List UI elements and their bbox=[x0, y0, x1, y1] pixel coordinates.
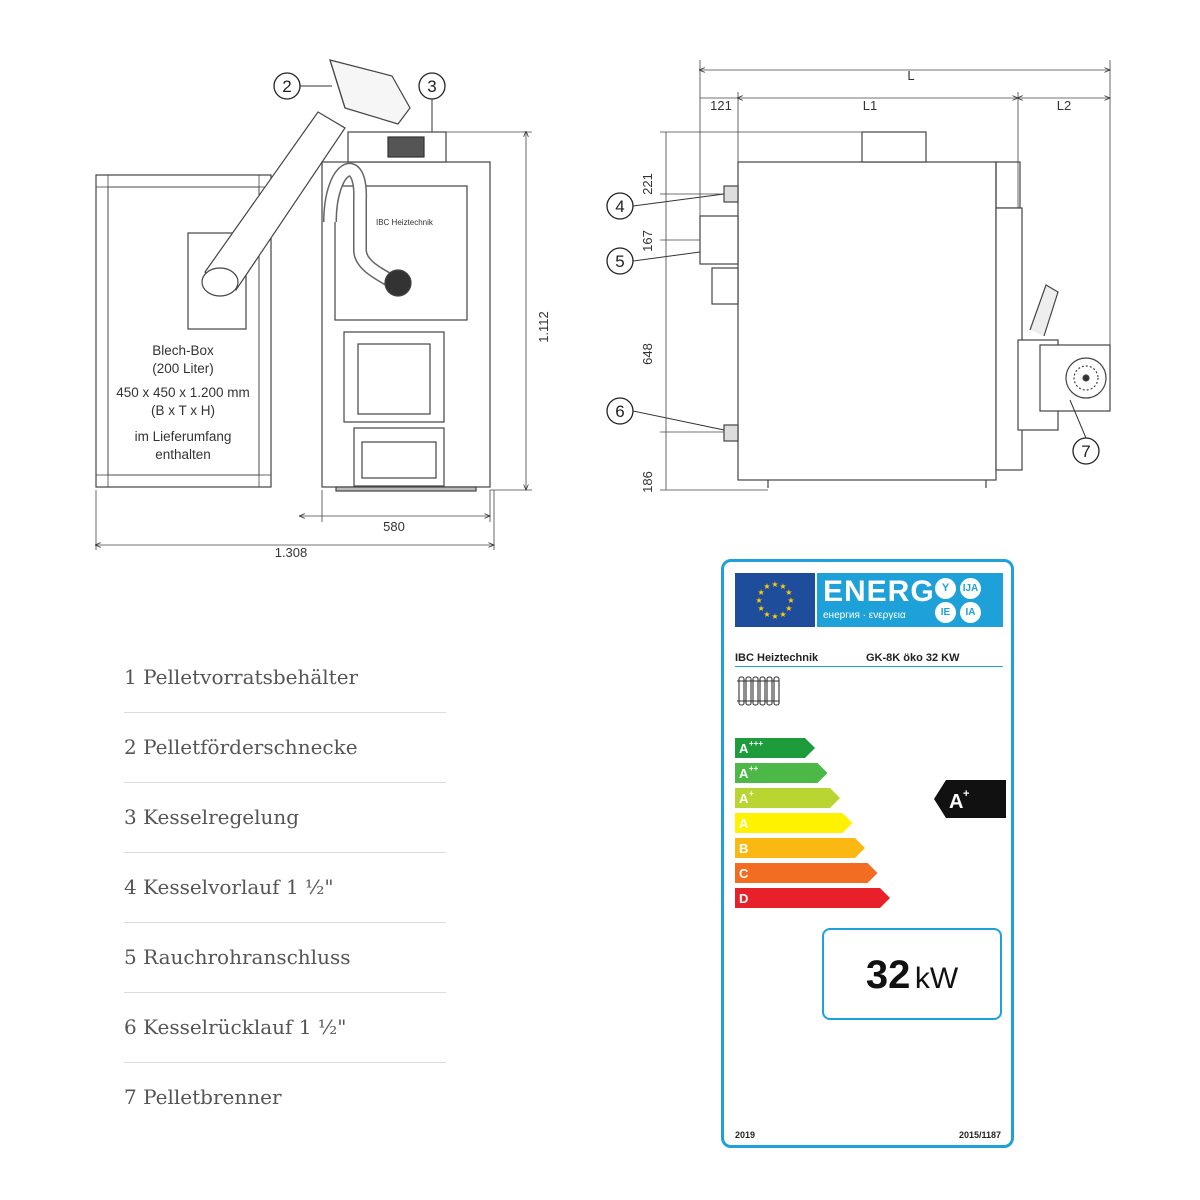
eu-star-icon: ★ bbox=[771, 580, 778, 589]
efficiency-class-bar: B bbox=[735, 838, 865, 858]
eu-flag: ★★★★★★★★★★★★ bbox=[735, 573, 815, 627]
label-year: 2019 bbox=[735, 1130, 756, 1140]
efficiency-class-label: C bbox=[739, 866, 749, 881]
power-box: 32 kW bbox=[822, 928, 1002, 1020]
callout-7-text: 7 bbox=[1081, 442, 1090, 461]
rating-arrow: A + bbox=[934, 780, 1006, 818]
eu-star-icon: ★ bbox=[771, 612, 778, 621]
dim-L2: L2 bbox=[1057, 98, 1071, 113]
box-label: Blech-Box (200 Liter) 450 x 450 x 1.200 … bbox=[108, 342, 258, 464]
box-line-3: 450 x 450 x 1.200 mm bbox=[116, 385, 250, 400]
eu-star-icon: ★ bbox=[779, 582, 786, 591]
box-line-6: enthalten bbox=[155, 447, 211, 462]
callout-4-text: 4 bbox=[615, 197, 624, 216]
box-line-1: Blech-Box bbox=[152, 343, 214, 358]
dim-1112: 1.112 bbox=[536, 311, 551, 343]
box-line-4: (B x T x H) bbox=[150, 403, 215, 418]
dim-121: 121 bbox=[710, 98, 732, 113]
legend-item: 5 Rauchrohranschluss bbox=[124, 923, 446, 993]
eu-stars-icon: ★★★★★★★★★★★★ bbox=[755, 580, 794, 621]
parts-legend: 1 Pelletvorratsbehälter 2 Pelletfördersc… bbox=[124, 643, 446, 1133]
efficiency-class-bar: A+ bbox=[735, 788, 840, 808]
efficiency-class-bar: A++ bbox=[735, 763, 828, 783]
lang-badge: IA bbox=[960, 602, 981, 623]
energy-header: ENERG енергия · ενεργεια Y IJA IE IA bbox=[817, 573, 1003, 627]
callout-5-text: 5 bbox=[615, 252, 624, 271]
power-value: 32 bbox=[865, 953, 911, 997]
efficiency-class-label: A bbox=[739, 791, 749, 806]
efficiency-class-bar: A bbox=[735, 813, 853, 833]
dim-1308: 1.308 bbox=[275, 545, 308, 560]
efficiency-class-bar: A+++ bbox=[735, 738, 815, 758]
legend-item: 3 Kesselregelung bbox=[124, 783, 446, 853]
legend-item: 1 Pelletvorratsbehälter bbox=[124, 643, 446, 713]
side-dimensions bbox=[660, 60, 1110, 491]
rating-letter: A bbox=[949, 791, 963, 813]
front-view bbox=[95, 59, 491, 492]
dim-186: 186 bbox=[640, 471, 655, 493]
dim-L: L bbox=[907, 68, 914, 83]
box-hatch bbox=[187, 232, 247, 330]
efficiency-class-label: D bbox=[739, 891, 748, 906]
dim-221: 221 bbox=[640, 173, 655, 195]
dim-167: 167 bbox=[640, 230, 655, 252]
dim-580: 580 bbox=[383, 519, 405, 534]
box-line-5: im Lieferumfang bbox=[134, 429, 232, 444]
power-unit: kW bbox=[914, 962, 959, 995]
rating-sup: + bbox=[963, 788, 969, 800]
dim-L1: L1 bbox=[863, 98, 877, 113]
efficiency-class-label: A bbox=[739, 741, 749, 756]
callout-2-text: 2 bbox=[282, 77, 291, 96]
auger bbox=[201, 59, 411, 297]
eu-star-icon: ★ bbox=[787, 596, 794, 605]
callout-6-text: 6 bbox=[615, 402, 624, 421]
radiator-icon bbox=[737, 676, 780, 706]
efficiency-class-sup: ++ bbox=[749, 764, 759, 773]
callout-3-text: 3 bbox=[427, 77, 436, 96]
controller-side bbox=[861, 131, 927, 163]
boiler-brand: IBC Heiztechnik bbox=[376, 218, 433, 227]
legend-item: 6 Kesselrücklauf 1 ½" bbox=[124, 993, 446, 1063]
efficiency-class-sup: +++ bbox=[749, 739, 763, 748]
supplier-name: IBC Heiztechnik bbox=[735, 652, 819, 664]
front-callouts: 2 3 bbox=[273, 72, 446, 132]
eu-star-icon: ★ bbox=[763, 610, 770, 619]
model-name: GK-8K öko 32 KW bbox=[866, 652, 960, 664]
eu-star-icon: ★ bbox=[763, 582, 770, 591]
label-regulation: 2015/1187 bbox=[958, 1130, 1001, 1140]
efficiency-class-label: A bbox=[739, 816, 749, 831]
efficiency-class-sup: + bbox=[749, 789, 754, 798]
dim-648: 648 bbox=[640, 343, 655, 365]
lang-badge: IE bbox=[935, 602, 956, 623]
legend-item: 7 Pelletbrenner bbox=[124, 1085, 282, 1109]
eu-star-icon: ★ bbox=[779, 610, 786, 619]
eu-star-icon: ★ bbox=[755, 596, 762, 605]
energy-header-sub: енергия · ενεργεια bbox=[823, 610, 906, 621]
eu-star-icon: ★ bbox=[785, 588, 792, 597]
legend-item: 4 Kesselvorlauf 1 ½" bbox=[124, 853, 446, 923]
boiler-side bbox=[737, 161, 997, 481]
side-view bbox=[699, 131, 1111, 488]
energy-header-title: ENERG bbox=[823, 575, 935, 608]
eu-star-icon: ★ bbox=[758, 604, 765, 613]
lang-badge: IJA bbox=[960, 578, 981, 599]
side-callouts: 4 5 6 7 bbox=[606, 192, 1100, 465]
energy-label: ★★★★★★★★★★★★ ENERG енергия · ενεργεια Y … bbox=[721, 559, 1014, 1148]
eu-star-icon: ★ bbox=[758, 588, 765, 597]
efficiency-class-label: A bbox=[739, 766, 749, 781]
efficiency-class-bar: D bbox=[735, 888, 890, 908]
efficiency-class-label: B bbox=[739, 841, 748, 856]
eu-star-icon: ★ bbox=[785, 604, 792, 613]
lang-badge: Y bbox=[935, 578, 956, 599]
box-line-2: (200 Liter) bbox=[152, 361, 214, 376]
efficiency-class-bar: C bbox=[735, 863, 878, 883]
front-dimensions bbox=[96, 132, 532, 550]
legend-item: 2 Pelletförderschnecke bbox=[124, 713, 446, 783]
